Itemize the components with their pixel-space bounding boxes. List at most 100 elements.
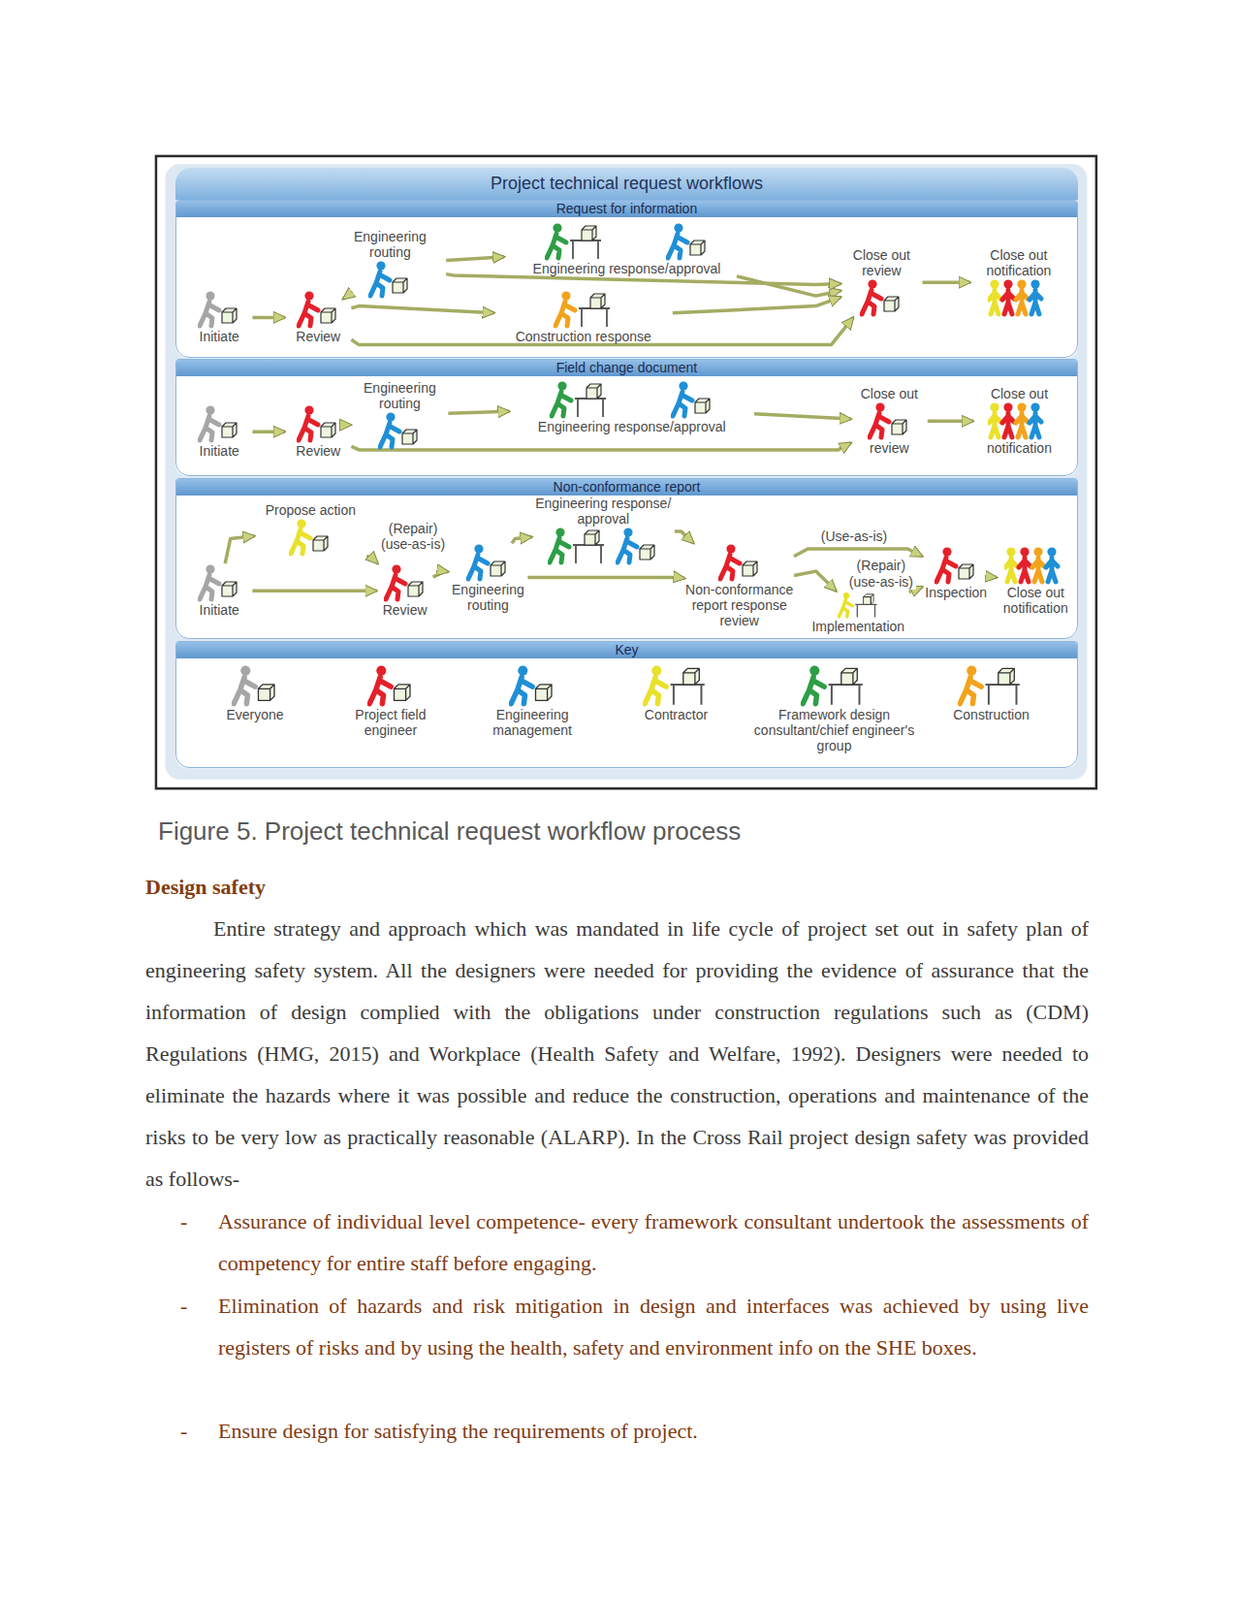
flow-arrow bbox=[252, 589, 377, 594]
diagram-title: Project technical request workflows bbox=[490, 173, 763, 193]
worker-figure bbox=[378, 411, 421, 450]
worker-figure bbox=[553, 289, 614, 329]
workflow-step: Close out notification bbox=[970, 247, 1068, 317]
step-label: Review bbox=[377, 602, 434, 618]
flow-arrow bbox=[366, 555, 379, 564]
worker-figure bbox=[549, 380, 610, 419]
flow-arrow bbox=[793, 570, 837, 592]
legend-item: Contractor bbox=[625, 664, 728, 723]
bullet-marker: - bbox=[180, 1284, 210, 1327]
legend-swatch bbox=[508, 664, 556, 707]
workflow-step: Initiate bbox=[186, 563, 253, 618]
bullet-marker: - bbox=[180, 1200, 210, 1242]
flow-arrow bbox=[674, 531, 695, 543]
worker-figure bbox=[466, 542, 509, 582]
step-label: Engineering response/approval bbox=[504, 260, 749, 277]
figure-row bbox=[859, 278, 903, 317]
figure-row bbox=[934, 545, 978, 585]
legend-item: Everyone bbox=[203, 664, 306, 723]
flow-arrow bbox=[754, 413, 852, 419]
legend-swatch-holder bbox=[367, 664, 414, 707]
worker-figure bbox=[547, 526, 608, 566]
step-label: Propose action bbox=[253, 502, 367, 518]
legend-swatch-holder bbox=[957, 664, 1024, 707]
flow-arrow bbox=[252, 429, 286, 434]
legend-swatch-holder bbox=[231, 664, 279, 707]
legend-label: Everyone bbox=[203, 706, 306, 723]
figure-row bbox=[987, 278, 1050, 317]
figure-row bbox=[296, 404, 340, 444]
workflow-step: Initiate bbox=[186, 289, 253, 345]
band-heading: Request for information bbox=[176, 200, 1078, 218]
worker-figure bbox=[368, 259, 412, 299]
legend-swatch bbox=[800, 664, 867, 707]
edge-label: (Repair) (use-as-is) bbox=[379, 520, 446, 552]
worker-figure bbox=[296, 404, 340, 444]
workflow-step: Construction response bbox=[494, 289, 673, 345]
worker-figure bbox=[615, 526, 659, 566]
legend-swatch bbox=[957, 664, 1024, 707]
team-figure bbox=[987, 401, 1050, 441]
flow-arrow bbox=[527, 576, 685, 578]
step-label: Close out review bbox=[843, 247, 920, 279]
legend-label: Contractor bbox=[625, 706, 728, 723]
worker-figure bbox=[859, 278, 903, 317]
figure-caption: Figure 5. Project technical request work… bbox=[158, 814, 741, 848]
figure-row bbox=[553, 289, 614, 329]
step-label: Initiate bbox=[186, 328, 253, 345]
step-label: Implementation bbox=[807, 618, 910, 634]
workflow-step: Review bbox=[377, 563, 434, 618]
workflow-step: Close out notification bbox=[996, 545, 1075, 616]
worker-figure bbox=[197, 289, 241, 329]
worker-figure bbox=[197, 404, 241, 444]
step-label: Review bbox=[285, 328, 351, 345]
figure-row bbox=[296, 289, 340, 329]
workflow-step: Inspection bbox=[922, 545, 990, 601]
figure-row bbox=[987, 401, 1050, 441]
workflow-step: Engineering routing bbox=[334, 228, 447, 299]
worker-figure bbox=[197, 563, 241, 603]
team-figure bbox=[1004, 545, 1067, 585]
body-paragraph: Entire strategy and approach which was m… bbox=[145, 907, 1089, 1200]
figure-row bbox=[466, 542, 509, 582]
legend-swatch bbox=[231, 664, 279, 707]
step-label: Engineering routing bbox=[341, 228, 439, 260]
step-label: Close out notification bbox=[973, 247, 1066, 279]
figure-row bbox=[547, 526, 659, 566]
legend-label: Construction bbox=[935, 706, 1048, 723]
flow-arrow bbox=[224, 536, 254, 565]
band-heading: Key bbox=[176, 641, 1078, 659]
workflow-step: Non-conformance report response review bbox=[684, 542, 794, 629]
figure-row bbox=[867, 401, 911, 441]
band-heading: Non-conformance report bbox=[176, 478, 1078, 496]
step-label: Inspection bbox=[922, 584, 990, 601]
workflow-band: Request for informationInitiate Review Eng… bbox=[175, 199, 1078, 358]
workflow-band: Field change documentInitiateReviewEngin… bbox=[175, 358, 1078, 476]
section-heading: Design safety bbox=[145, 865, 824, 908]
flow-arrow bbox=[350, 316, 854, 345]
bullet-text: Ensure design for satisfying the require… bbox=[218, 1409, 1089, 1452]
worker-figure bbox=[288, 517, 332, 557]
figure-row bbox=[1004, 545, 1067, 585]
team-figure bbox=[987, 278, 1050, 317]
figure-row bbox=[197, 404, 241, 444]
flow-arrow bbox=[445, 256, 505, 261]
legend-swatch-holder bbox=[800, 664, 867, 707]
flow-arrow bbox=[989, 574, 997, 579]
workflow-step: Propose action bbox=[253, 502, 367, 557]
flow-arrow bbox=[793, 548, 923, 557]
worker-figure bbox=[665, 221, 709, 261]
workflow-step: Engineering routing bbox=[447, 542, 528, 613]
title-bar: Project technical request workflows bbox=[175, 167, 1078, 201]
figure-row bbox=[718, 542, 761, 582]
flow-arrow bbox=[922, 280, 972, 285]
flow-arrow bbox=[350, 443, 852, 450]
workflow-band: Non-conformance reportInitiate Propose ac… bbox=[175, 477, 1078, 638]
legend-swatch bbox=[367, 664, 414, 707]
workflow-step: Close out review bbox=[840, 247, 922, 317]
bullet-marker: - bbox=[180, 1409, 210, 1452]
workflow-step: Engineering response/ approval bbox=[532, 495, 675, 566]
step-label: Close out bbox=[973, 385, 1066, 402]
step-label: Review bbox=[285, 443, 351, 459]
